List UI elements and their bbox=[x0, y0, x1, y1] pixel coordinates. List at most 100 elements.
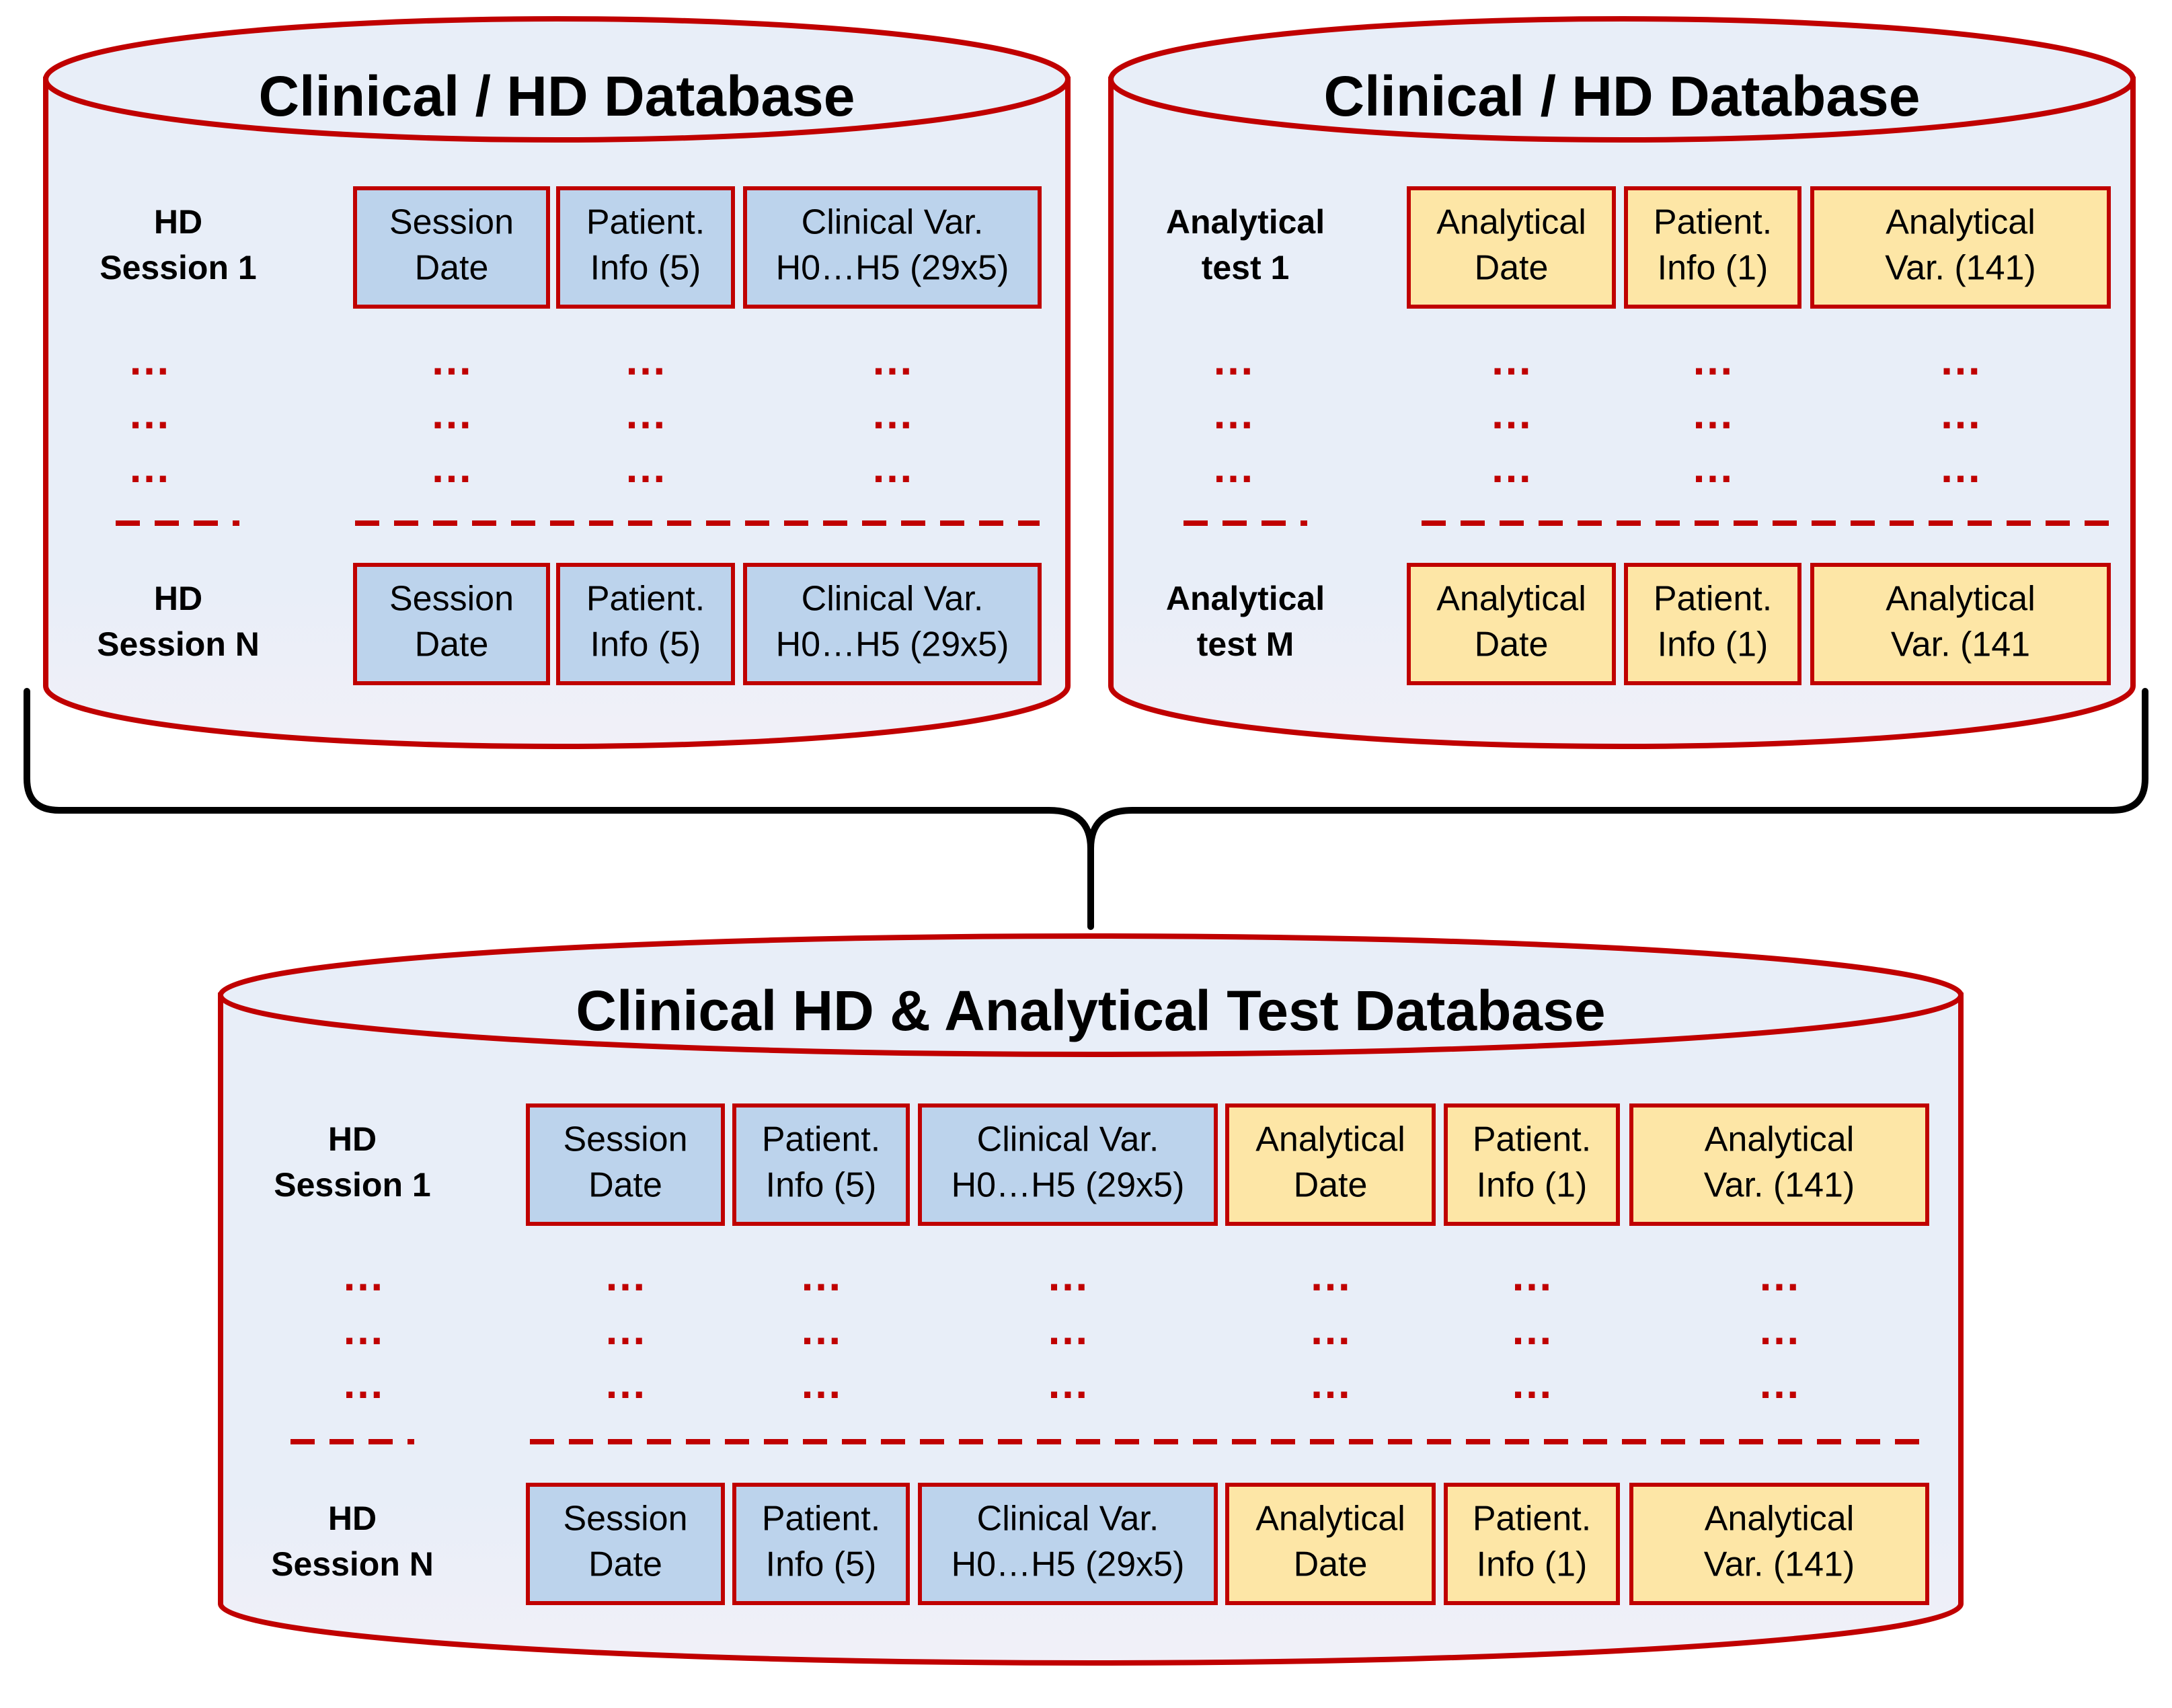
cell-text: Date bbox=[415, 249, 489, 288]
cell-text: Info (5) bbox=[766, 1166, 877, 1205]
clinical-field-cell: Patient.Info (5) bbox=[556, 186, 735, 309]
cylinder-top bbox=[43, 16, 1071, 143]
row-label: HD bbox=[154, 580, 202, 617]
ellipsis-mark: … bbox=[128, 443, 171, 492]
database-title: Clinical / HD Database bbox=[259, 65, 855, 128]
ellipsis-mark: … bbox=[800, 1359, 843, 1407]
ellipsis-mark: … bbox=[1939, 389, 1982, 438]
cell-text: Date bbox=[588, 1166, 662, 1205]
cell-text: Analytical bbox=[1886, 580, 2035, 619]
ellipsis-mark: … bbox=[342, 1251, 385, 1300]
cell-text: Analytical bbox=[1436, 203, 1586, 242]
cell-text: Info (5) bbox=[590, 249, 701, 288]
analytical-field-cell: Patient.Info (1) bbox=[1444, 1103, 1620, 1226]
cell-text: Date bbox=[1294, 1166, 1368, 1205]
cell-box bbox=[1629, 1103, 1929, 1226]
cell-box bbox=[743, 563, 1042, 685]
cell-box bbox=[526, 1103, 725, 1226]
cell-text: Analytical bbox=[1255, 1120, 1405, 1159]
ellipsis-mark: … bbox=[1490, 336, 1533, 384]
clinical-field-cell: Clinical Var.H0…H5 (29x5) bbox=[918, 1103, 1218, 1226]
ellipsis-mark: … bbox=[604, 1305, 647, 1354]
ellipsis-mark: … bbox=[1046, 1251, 1089, 1300]
cell-text: Analytical bbox=[1886, 203, 2035, 242]
cell-text: Patient. bbox=[1654, 203, 1772, 242]
cell-box bbox=[1407, 186, 1616, 309]
row-label: Session N bbox=[271, 1545, 434, 1583]
database-title: Clinical / HD Database bbox=[1324, 65, 1921, 128]
cell-text: Session bbox=[564, 1120, 688, 1159]
cell-text: Info (1) bbox=[1658, 249, 1769, 288]
ellipsis-mark: … bbox=[871, 389, 914, 438]
ellipsis-mark: … bbox=[1212, 336, 1255, 384]
ellipsis-mark: … bbox=[430, 336, 473, 384]
merge-brace bbox=[24, 688, 2148, 930]
ellipsis-mark: … bbox=[624, 336, 667, 384]
ellipsis-mark: … bbox=[1691, 389, 1734, 438]
cell-text: Analytical bbox=[1705, 1500, 1855, 1539]
row-label: Session 1 bbox=[100, 249, 256, 286]
cell-text: Clinical Var. bbox=[802, 203, 984, 242]
cell-box bbox=[1225, 1483, 1436, 1605]
cell-text: Analytical bbox=[1705, 1120, 1855, 1159]
ellipsis-mark: … bbox=[1510, 1251, 1553, 1300]
ellipsis-mark: … bbox=[1510, 1305, 1553, 1354]
cell-text: Session bbox=[564, 1500, 688, 1539]
ellipsis-mark: … bbox=[624, 443, 667, 492]
clinical-field-cell: Patient.Info (5) bbox=[556, 563, 735, 685]
ellipsis-mark: … bbox=[430, 443, 473, 492]
ellipsis-mark: … bbox=[1691, 336, 1734, 384]
cell-box bbox=[556, 563, 735, 685]
cell-text: Analytical bbox=[1255, 1500, 1405, 1539]
ellipsis-rows: ……………………………… bbox=[116, 336, 1040, 526]
ellipsis-mark: … bbox=[430, 389, 473, 438]
ellipsis-mark: … bbox=[1758, 1359, 1801, 1407]
cell-box bbox=[732, 1103, 910, 1226]
cell-text: Session bbox=[389, 580, 514, 619]
row-label: HD bbox=[328, 1500, 377, 1537]
cell-box bbox=[918, 1103, 1218, 1226]
ellipsis-mark: … bbox=[1309, 1251, 1352, 1300]
ellipsis-mark: … bbox=[604, 1251, 647, 1300]
ellipsis-mark: … bbox=[800, 1305, 843, 1354]
cell-text: Date bbox=[1475, 625, 1549, 664]
database-title: Clinical HD & Analytical Test Database bbox=[576, 979, 1605, 1042]
cell-box bbox=[1810, 563, 2111, 685]
ellipsis-mark: … bbox=[1758, 1305, 1801, 1354]
cell-text: Date bbox=[415, 625, 489, 664]
ellipsis-mark: … bbox=[871, 443, 914, 492]
ellipsis-mark: … bbox=[1309, 1305, 1352, 1354]
cell-box bbox=[1407, 563, 1616, 685]
cell-box bbox=[1629, 1483, 1929, 1605]
cell-text: Clinical Var. bbox=[977, 1120, 1159, 1159]
cell-text: Var. (141 bbox=[1891, 625, 2030, 664]
ellipsis-mark: … bbox=[1309, 1359, 1352, 1407]
row-label: Session 1 bbox=[274, 1166, 430, 1204]
ellipsis-mark: … bbox=[128, 389, 171, 438]
row-label: HD bbox=[328, 1120, 377, 1158]
ellipsis-rows: ……………………………… bbox=[1184, 336, 2109, 526]
ellipsis-mark: … bbox=[1691, 443, 1734, 492]
cell-box bbox=[1624, 563, 1801, 685]
cell-text: Clinical Var. bbox=[977, 1500, 1159, 1539]
cell-text: Patient. bbox=[762, 1500, 880, 1539]
analytical-field-cell: Patient.Info (1) bbox=[1624, 563, 1801, 685]
ellipsis-rows: ……………………………………………………… bbox=[290, 1251, 1927, 1444]
row-label: test 1 bbox=[1202, 249, 1290, 286]
cylinder-top bbox=[1108, 16, 2136, 143]
cell-text: Patient. bbox=[1473, 1500, 1591, 1539]
